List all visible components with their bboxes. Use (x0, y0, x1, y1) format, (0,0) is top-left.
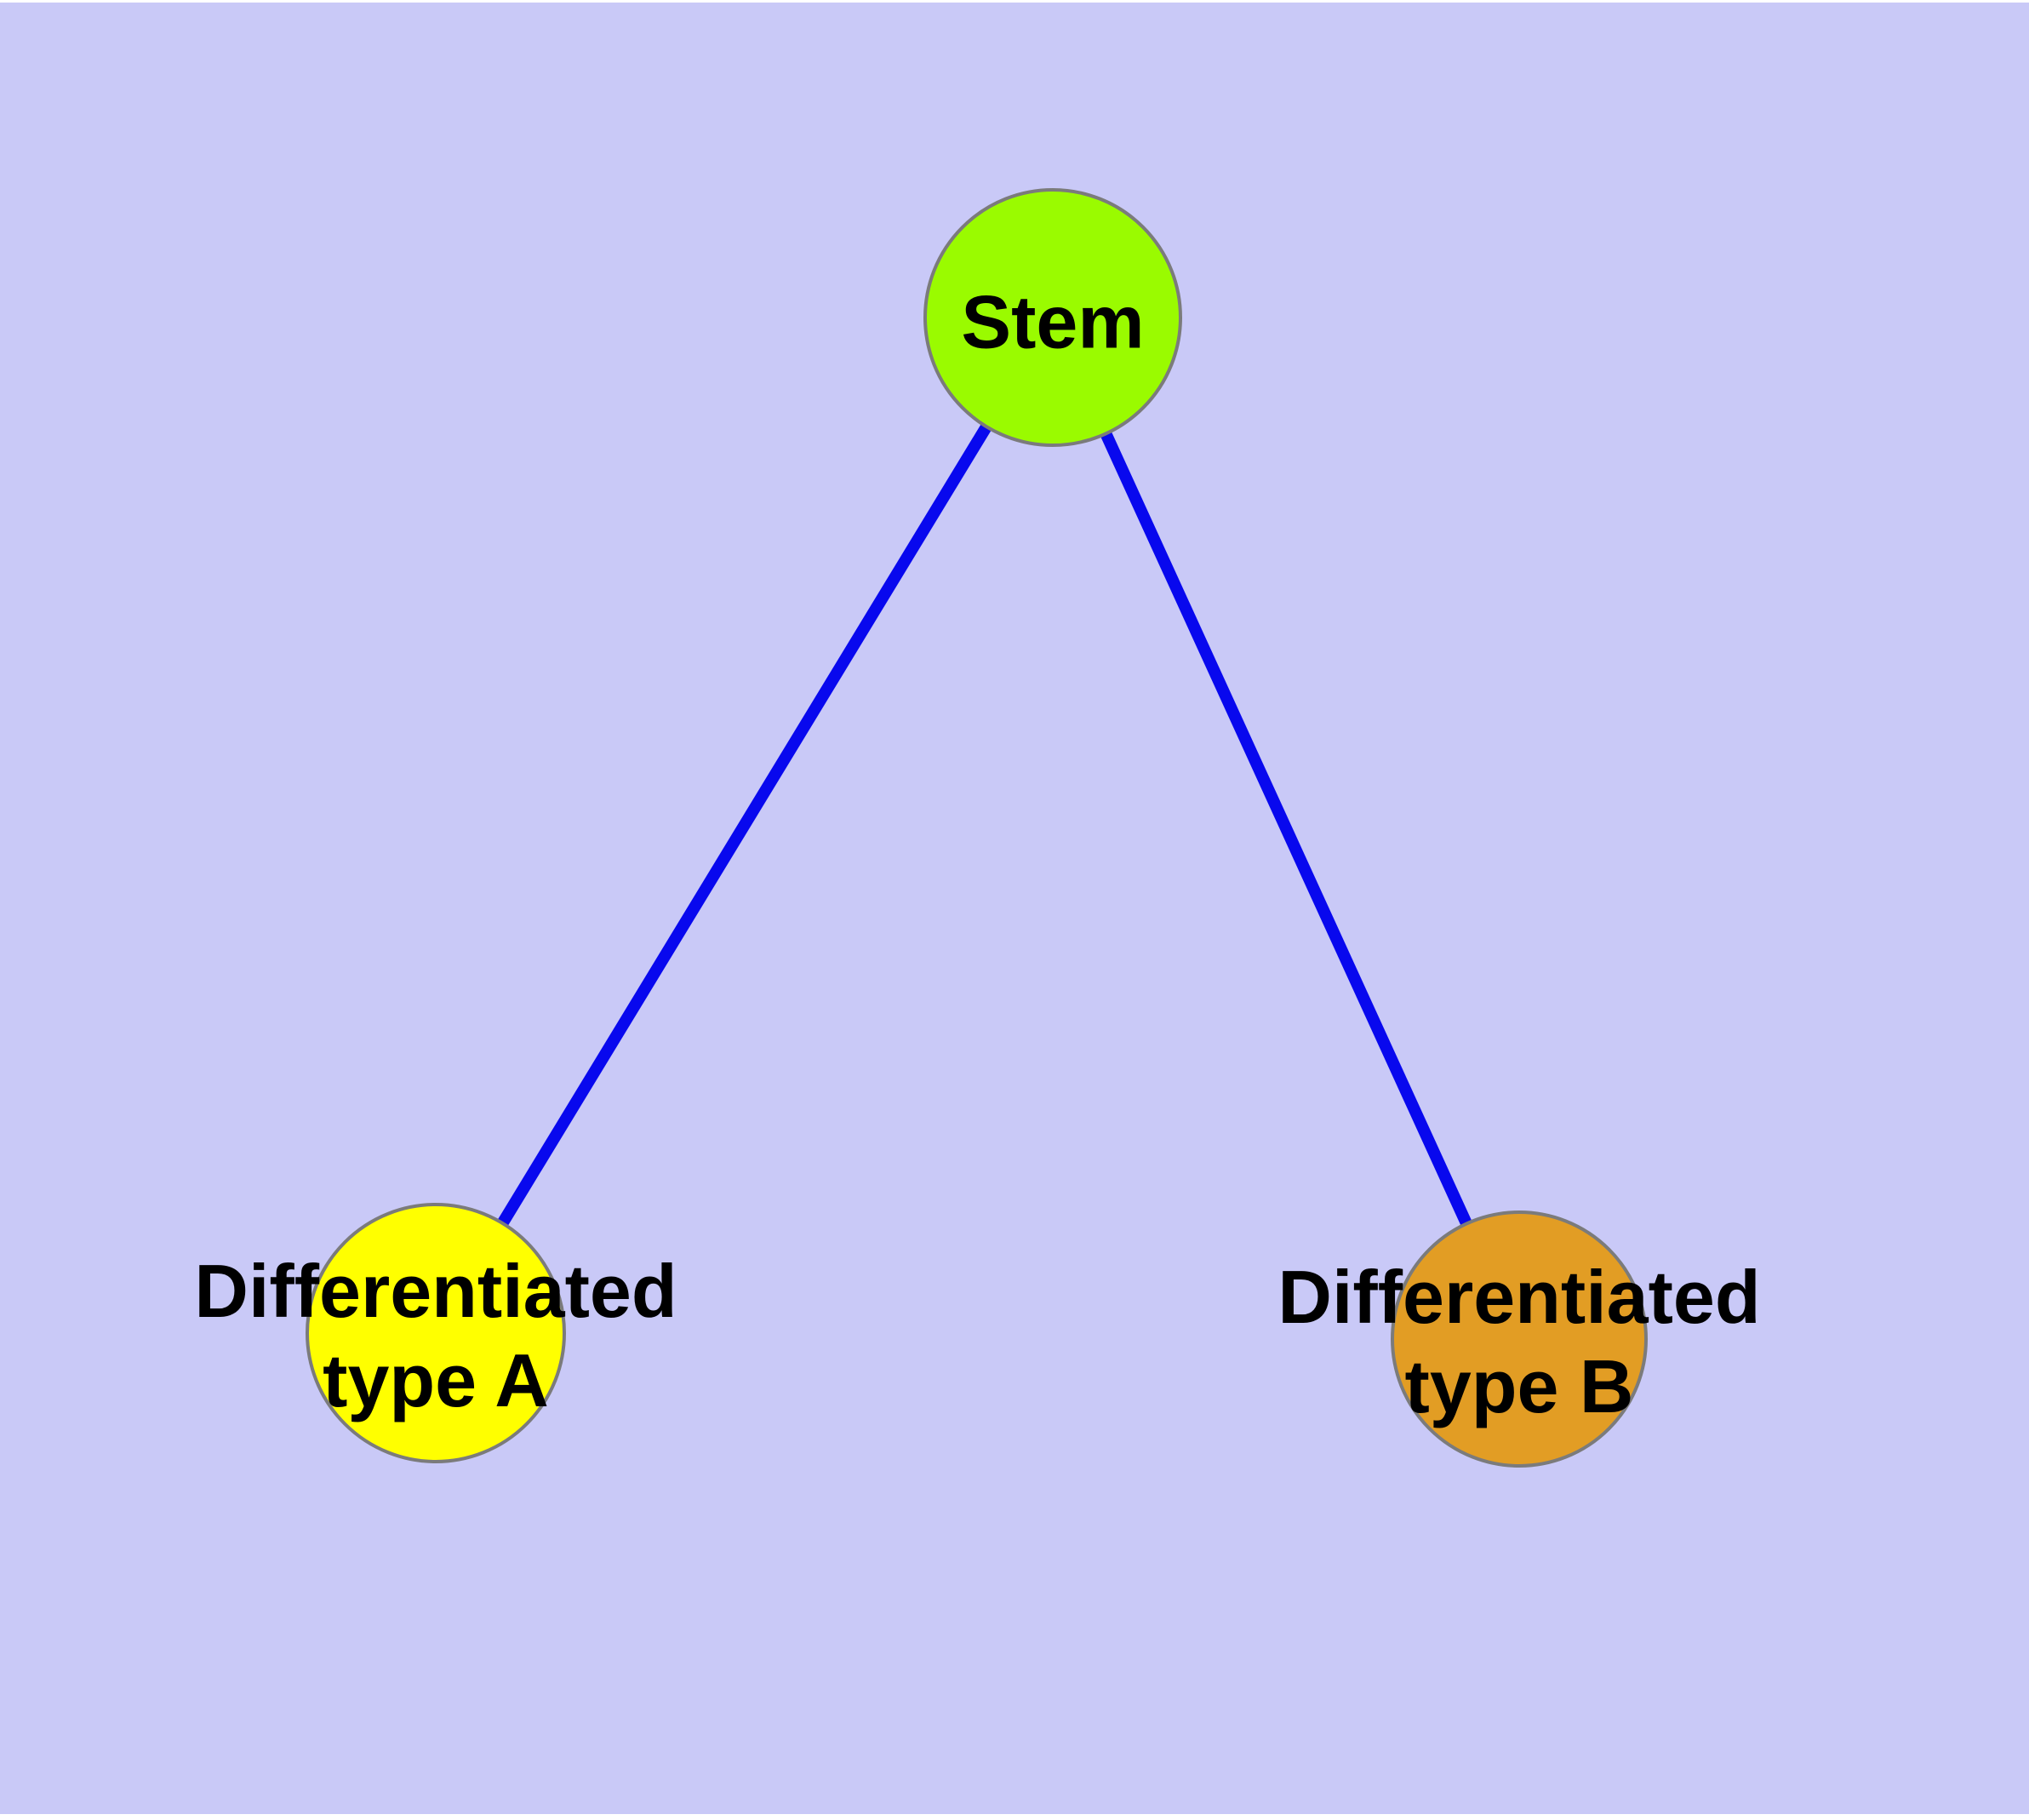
type-a-node-label: Differentiated type A (194, 1246, 677, 1425)
type-b-node-circle (1391, 1210, 1648, 1468)
type-a-node-circle (306, 1203, 566, 1463)
graph-canvas (306, 188, 1648, 1468)
edge-stem-to-type-b (1047, 315, 1525, 1342)
type-b-node-label-line1: Differentiated (1277, 1255, 1761, 1339)
stem-node-circle (923, 188, 1182, 447)
stem-node-label: Stem (961, 278, 1144, 367)
graph-figure: Stem Differentiated type A Differentiate… (0, 3, 2029, 1814)
type-b-node-label: Differentiated type B (1277, 1252, 1760, 1431)
type-b-node-label-line2: type B (1404, 1344, 1634, 1428)
type-a-node-label-line1: Differentiated (194, 1249, 677, 1333)
stem-node-label-text: Stem (961, 279, 1145, 364)
edge-stem-to-type-a (431, 314, 1058, 1336)
type-a-node-label-line2: type A (323, 1338, 549, 1422)
